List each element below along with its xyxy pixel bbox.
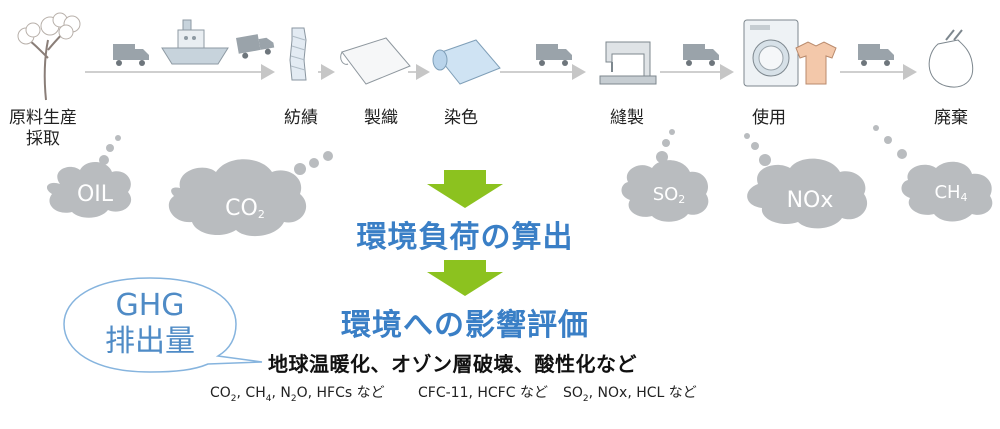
washing-machine-icon	[743, 19, 799, 87]
stage-label-dyeing: 染色	[444, 108, 478, 128]
heading-impact-assessment: 環境への影響評価	[341, 308, 589, 343]
tshirt-icon	[795, 41, 837, 85]
ship-icon	[161, 19, 229, 65]
stage-label-disposal: 廃棄	[934, 108, 968, 128]
acidification-examples: SO2, NOx, HCL など	[563, 385, 697, 404]
cloud-label-co2: CO2	[225, 196, 265, 221]
truck-icon	[113, 44, 149, 66]
truck-icon	[236, 34, 275, 59]
cloud-label-ch4: CH4	[934, 182, 968, 204]
bubble-label-ghg: GHG 排出量	[80, 288, 220, 360]
truck-icon	[683, 44, 719, 66]
cotton-plant-icon	[17, 12, 81, 101]
heading-load-calculation: 環境負荷の算出	[356, 220, 574, 255]
ozone-examples: CFC-11, HCFC など	[418, 385, 548, 401]
cloud-label-oil: OIL	[76, 182, 114, 207]
truck-icon	[858, 44, 894, 66]
bubble-line-ghg: GHG	[115, 288, 185, 323]
emission-clouds	[46, 125, 993, 237]
impact-categories: 地球温暖化、オゾン層破壊、酸性化など	[268, 352, 637, 376]
woven-cloth-icon	[340, 37, 411, 85]
stage-label-raw-material: 原料生産 採取	[9, 108, 77, 149]
ghg-examples: CO2, CH4, N2O, HFCs など	[210, 385, 385, 404]
stage-label-sewing: 縫製	[610, 108, 644, 128]
green-down-arrows	[427, 170, 503, 296]
dyed-cloth-icon	[432, 39, 501, 85]
stage-label-use: 使用	[752, 108, 786, 128]
stage-label-weaving: 製織	[364, 108, 398, 128]
bubble-line-emissions: 排出量	[105, 324, 195, 359]
cloud-label-nox: NOx	[786, 188, 834, 213]
sewing-machine-icon	[599, 41, 657, 85]
yarn-spool-icon	[289, 27, 307, 81]
cloud-label-so2: SO2	[652, 184, 686, 206]
garbage-bag-icon	[928, 29, 974, 88]
ghg-speech-bubble	[63, 277, 263, 373]
truck-icon	[536, 44, 572, 66]
stage-label-spinning: 紡績	[284, 108, 318, 128]
